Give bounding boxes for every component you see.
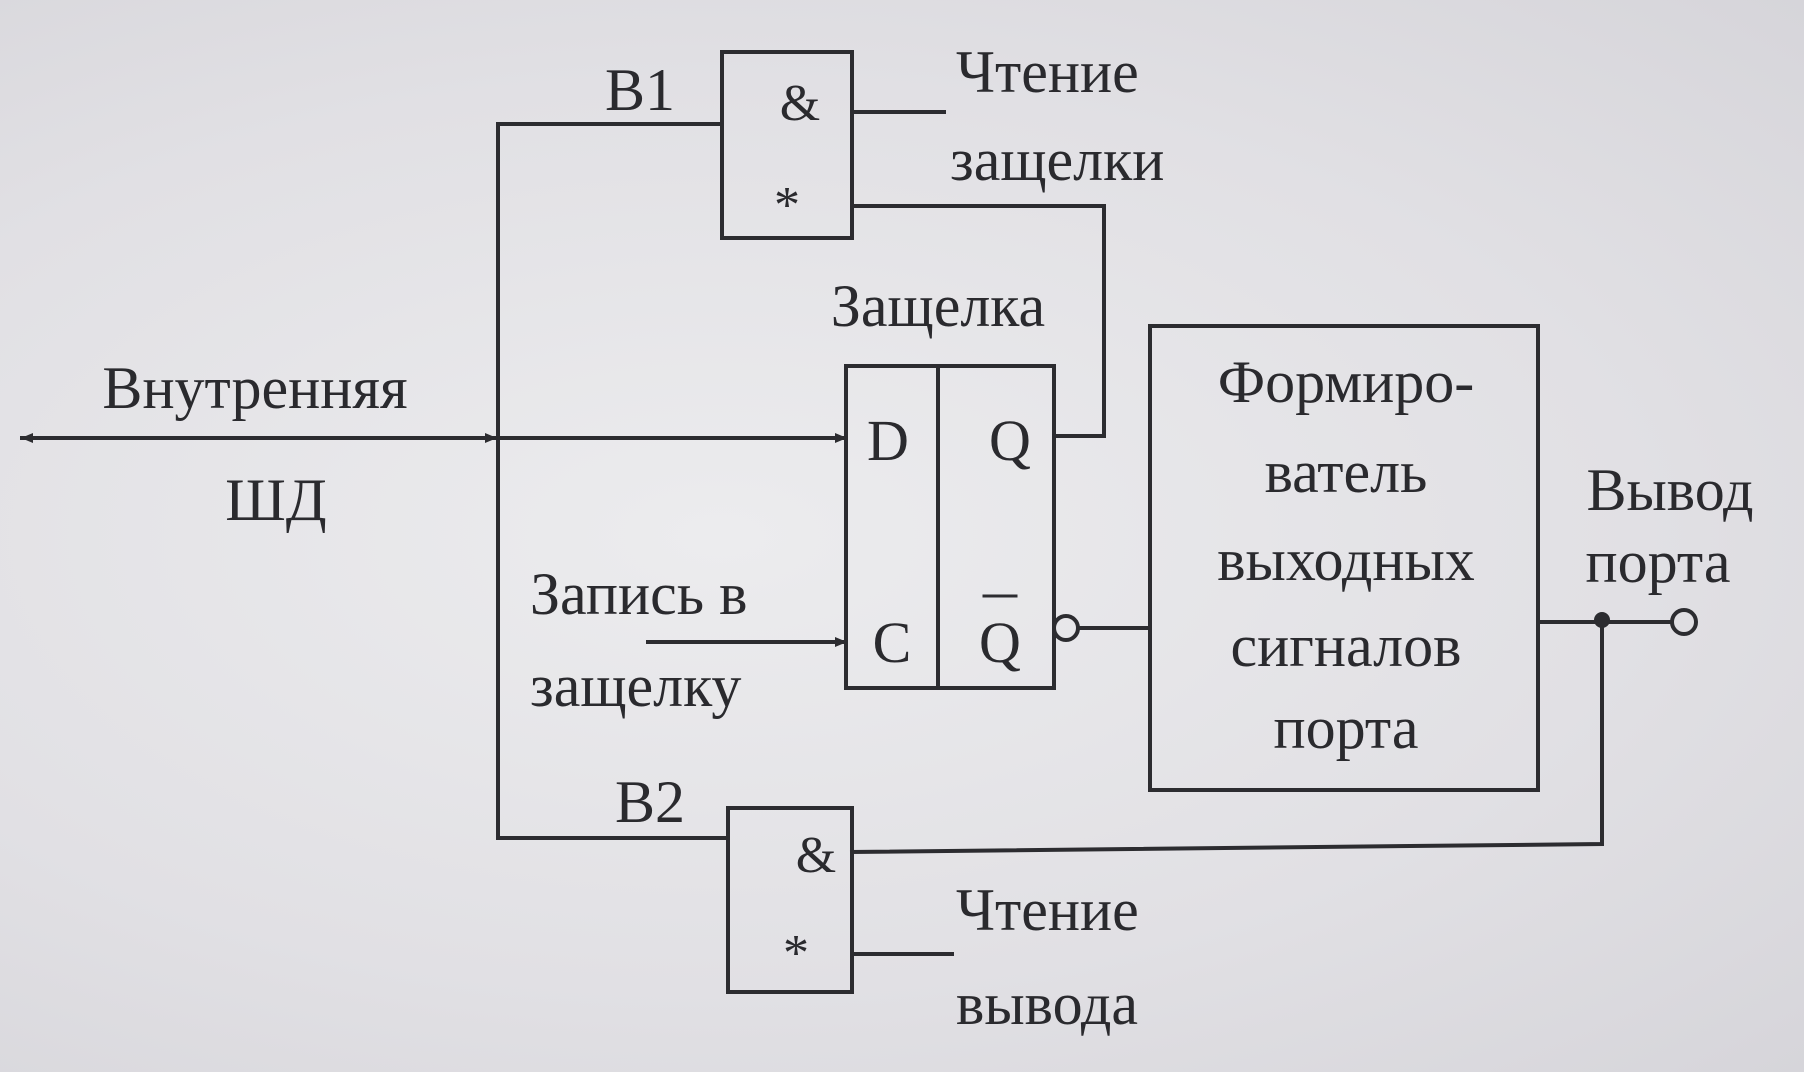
- latch-title: Защелка: [831, 273, 1045, 339]
- port-output-label-line1: Вывод: [1586, 457, 1753, 523]
- driver-label-line-4: сигналов: [1231, 613, 1462, 679]
- output-driver-box: [1148, 324, 1540, 792]
- write-latch-label-line2: защелку: [530, 653, 741, 719]
- driver-label-line-1: Формиро-: [1218, 349, 1475, 415]
- driver-label-line-2: ватель: [1265, 439, 1428, 505]
- latch-box: [844, 364, 1056, 690]
- latch-qbar-inversion-circle: [1052, 614, 1080, 642]
- gate-b1-box: [720, 50, 854, 240]
- gate-b1-name: B1: [605, 57, 675, 123]
- write-latch-label-line1: Запись в: [530, 561, 747, 627]
- gate-b2-name: B2: [615, 769, 685, 835]
- bus-label-line2: ШД: [225, 467, 326, 533]
- latch-pin-qbar: Q: [979, 610, 1021, 675]
- port-output-terminal: [1670, 608, 1698, 636]
- latch-q-to-b1-line: [850, 204, 1106, 438]
- b2-control-label-line2: вывода: [956, 971, 1138, 1037]
- port-output-label-line2: порта: [1586, 529, 1731, 595]
- b1-control-label-line1: Чтение: [956, 39, 1139, 105]
- latch-pin-d: D: [867, 408, 909, 473]
- gate-b1-and-symbol: &: [780, 75, 820, 132]
- driver-label-line-5: порта: [1274, 695, 1419, 761]
- port-to-b2-line: [849, 618, 1604, 855]
- bus-label-line1: Внутренняя: [102, 355, 407, 421]
- gate-b1-star-symbol: *: [774, 177, 800, 234]
- driver-label-line-3: выходных: [1217, 527, 1475, 593]
- gate-b2-box: [726, 806, 854, 994]
- latch-pin-q: Q: [989, 408, 1031, 473]
- b2-control-label-line1: Чтение: [956, 877, 1139, 943]
- latch-pin-c: C: [873, 610, 912, 675]
- b1-control-label-line2: защелки: [950, 127, 1164, 193]
- gate-b2-and-symbol: &: [796, 827, 836, 884]
- gate-b2-star-symbol: *: [783, 925, 809, 982]
